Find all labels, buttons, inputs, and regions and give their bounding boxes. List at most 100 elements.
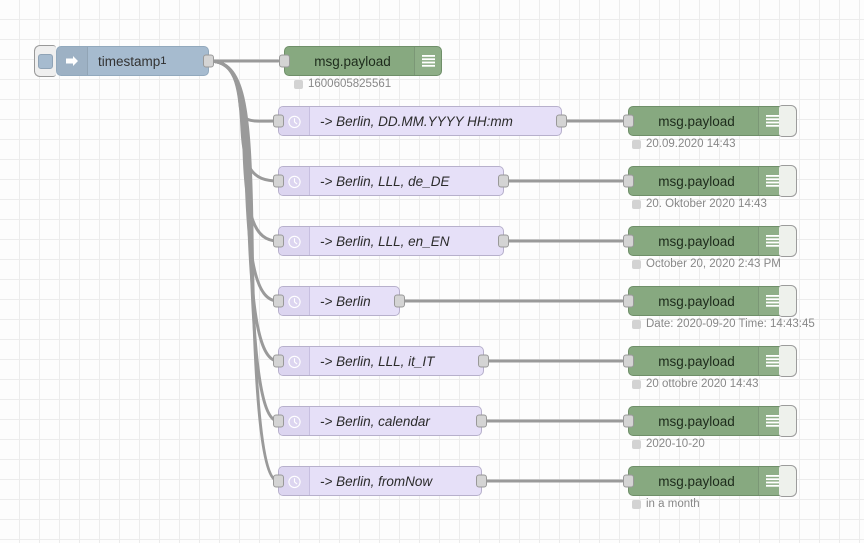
moment-node-6-label-wrap: -> Berlin, fromNow <box>310 467 442 495</box>
debug-node-3-label: msg.payload <box>658 233 735 249</box>
debug-node-4-enable-toggle[interactable] <box>779 285 797 317</box>
wire-inject-to-moment-2 <box>207 59 280 243</box>
inject-output-port[interactable] <box>203 54 214 68</box>
inject-node-timestamp[interactable]: timestamp 1 <box>34 45 214 77</box>
status-dot-icon <box>632 319 641 329</box>
debug-node-6[interactable]: msg.payload <box>623 405 797 437</box>
debug-node-4-input-port[interactable] <box>623 294 634 308</box>
moment-node-0[interactable]: -> Berlin, DD.MM.YYYY HH:mm <box>273 106 567 136</box>
debug-node-4-status-text: Date: 2020-09-20 Time: 14:43:45 <box>646 318 815 330</box>
debug-node-5-status: 20 ottobre 2020 14:43 <box>632 378 759 390</box>
moment-node-3-output-port[interactable] <box>394 294 405 308</box>
clock-icon <box>279 107 310 135</box>
moment-node-4-output-port[interactable] <box>478 354 489 368</box>
inject-label-text: timestamp <box>98 53 161 69</box>
inject-trigger-button-inner <box>38 53 53 69</box>
wire-inject-to-moment-5 <box>207 59 280 423</box>
moment-node-0-output-port[interactable] <box>556 114 567 128</box>
debug-node-0-status-text: 1600605825561 <box>308 78 392 90</box>
debug-node-0[interactable]: msg.payload <box>279 46 442 76</box>
moment-node-2-label: -> Berlin, LLL, en_EN <box>320 233 450 249</box>
moment-node-3-input-port[interactable] <box>273 294 284 308</box>
moment-node-2-input-port[interactable] <box>273 234 284 248</box>
debug-node-1-input-port[interactable] <box>623 114 634 128</box>
moment-node-5-input-port[interactable] <box>273 414 284 428</box>
debug-node-5-label: msg.payload <box>658 353 735 369</box>
moment-node-2-output-port[interactable] <box>498 234 509 248</box>
arrow-right-icon <box>57 47 88 75</box>
debug-node-2-status-text: 20. Oktober 2020 14:43 <box>646 198 767 210</box>
moment-node-2-label-wrap: -> Berlin, LLL, en_EN <box>310 227 459 255</box>
debug-node-1[interactable]: msg.payload <box>623 105 797 137</box>
debug-node-4-label: msg.payload <box>658 293 735 309</box>
status-dot-icon <box>632 439 641 449</box>
clock-icon <box>279 407 310 435</box>
inject-trigger-button[interactable] <box>34 45 56 77</box>
debug-node-7[interactable]: msg.payload <box>623 465 797 497</box>
debug-node-3-status: October 20, 2020 2:43 PM <box>632 258 781 270</box>
debug-node-6-label: msg.payload <box>658 413 735 429</box>
moment-node-0-label: -> Berlin, DD.MM.YYYY HH:mm <box>320 113 513 129</box>
moment-node-2[interactable]: -> Berlin, LLL, en_EN <box>273 226 509 256</box>
debug-node-5-enable-toggle[interactable] <box>779 345 797 377</box>
debug-lines-icon <box>414 47 441 75</box>
moment-node-1-input-port[interactable] <box>273 174 284 188</box>
wire-inject-to-moment-4 <box>207 59 280 363</box>
debug-node-7-status-text: in a month <box>646 498 700 510</box>
debug-node-6-input-port[interactable] <box>623 414 634 428</box>
debug-node-0-label: msg.payload <box>314 53 391 69</box>
debug-node-3[interactable]: msg.payload <box>623 225 797 257</box>
debug-node-7-status: in a month <box>632 498 700 510</box>
debug-node-1-enable-toggle[interactable] <box>779 105 797 137</box>
debug-node-2-enable-toggle[interactable] <box>779 165 797 197</box>
moment-node-5-label-wrap: -> Berlin, calendar <box>310 407 440 435</box>
moment-node-0-input-port[interactable] <box>273 114 284 128</box>
debug-node-3-enable-toggle[interactable] <box>779 225 797 257</box>
clock-icon <box>279 167 310 195</box>
moment-node-3[interactable]: -> Berlin <box>273 286 405 316</box>
debug-node-1-status: 20.09.2020 14:43 <box>632 138 736 150</box>
wire-inject-to-moment-3 <box>207 59 280 303</box>
moment-node-4-label-wrap: -> Berlin, LLL, it_IT <box>310 347 444 375</box>
debug-node-5-input-port[interactable] <box>623 354 634 368</box>
moment-node-6-output-port[interactable] <box>476 474 487 488</box>
moment-node-1[interactable]: -> Berlin, LLL, de_DE <box>273 166 509 196</box>
debug-node-5[interactable]: msg.payload <box>623 345 797 377</box>
moment-node-5[interactable]: -> Berlin, calendar <box>273 406 487 436</box>
status-dot-icon <box>294 79 303 89</box>
moment-node-4[interactable]: -> Berlin, LLL, it_IT <box>273 346 489 376</box>
debug-node-0-input-port[interactable] <box>279 54 290 68</box>
wire-inject-to-moment-0 <box>207 59 280 123</box>
moment-node-6-label: -> Berlin, fromNow <box>320 473 433 489</box>
moment-node-6[interactable]: -> Berlin, fromNow <box>273 466 487 496</box>
debug-node-6-enable-toggle[interactable] <box>779 405 797 437</box>
status-dot-icon <box>632 259 641 269</box>
debug-node-7-input-port[interactable] <box>623 474 634 488</box>
moment-node-6-input-port[interactable] <box>273 474 284 488</box>
debug-node-2[interactable]: msg.payload <box>623 165 797 197</box>
debug-node-4[interactable]: msg.payload <box>623 285 797 317</box>
debug-node-3-status-text: October 20, 2020 2:43 PM <box>646 258 781 270</box>
inject-label-superscript: 1 <box>160 55 167 67</box>
wire-inject-to-moment-6 <box>207 59 280 483</box>
status-dot-icon <box>632 139 641 149</box>
moment-node-0-label-wrap: -> Berlin, DD.MM.YYYY HH:mm <box>310 107 523 135</box>
clock-icon <box>279 347 310 375</box>
moment-node-3-label: -> Berlin <box>320 293 371 309</box>
debug-node-2-status: 20. Oktober 2020 14:43 <box>632 198 767 210</box>
status-dot-icon <box>632 499 641 509</box>
moment-node-4-label: -> Berlin, LLL, it_IT <box>320 353 435 369</box>
wire-inject-to-moment-1 <box>207 59 280 183</box>
moment-node-4-input-port[interactable] <box>273 354 284 368</box>
moment-node-1-output-port[interactable] <box>498 174 509 188</box>
debug-node-6-status: 2020-10-20 <box>632 438 705 450</box>
debug-node-5-status-text: 20 ottobre 2020 14:43 <box>646 378 759 390</box>
debug-node-7-enable-toggle[interactable] <box>779 465 797 497</box>
debug-node-3-input-port[interactable] <box>623 234 634 248</box>
debug-node-2-input-port[interactable] <box>623 174 634 188</box>
status-dot-icon <box>632 379 641 389</box>
moment-node-5-output-port[interactable] <box>476 414 487 428</box>
inject-node-label: timestamp 1 <box>88 47 177 75</box>
moment-node-1-label-wrap: -> Berlin, LLL, de_DE <box>310 167 459 195</box>
